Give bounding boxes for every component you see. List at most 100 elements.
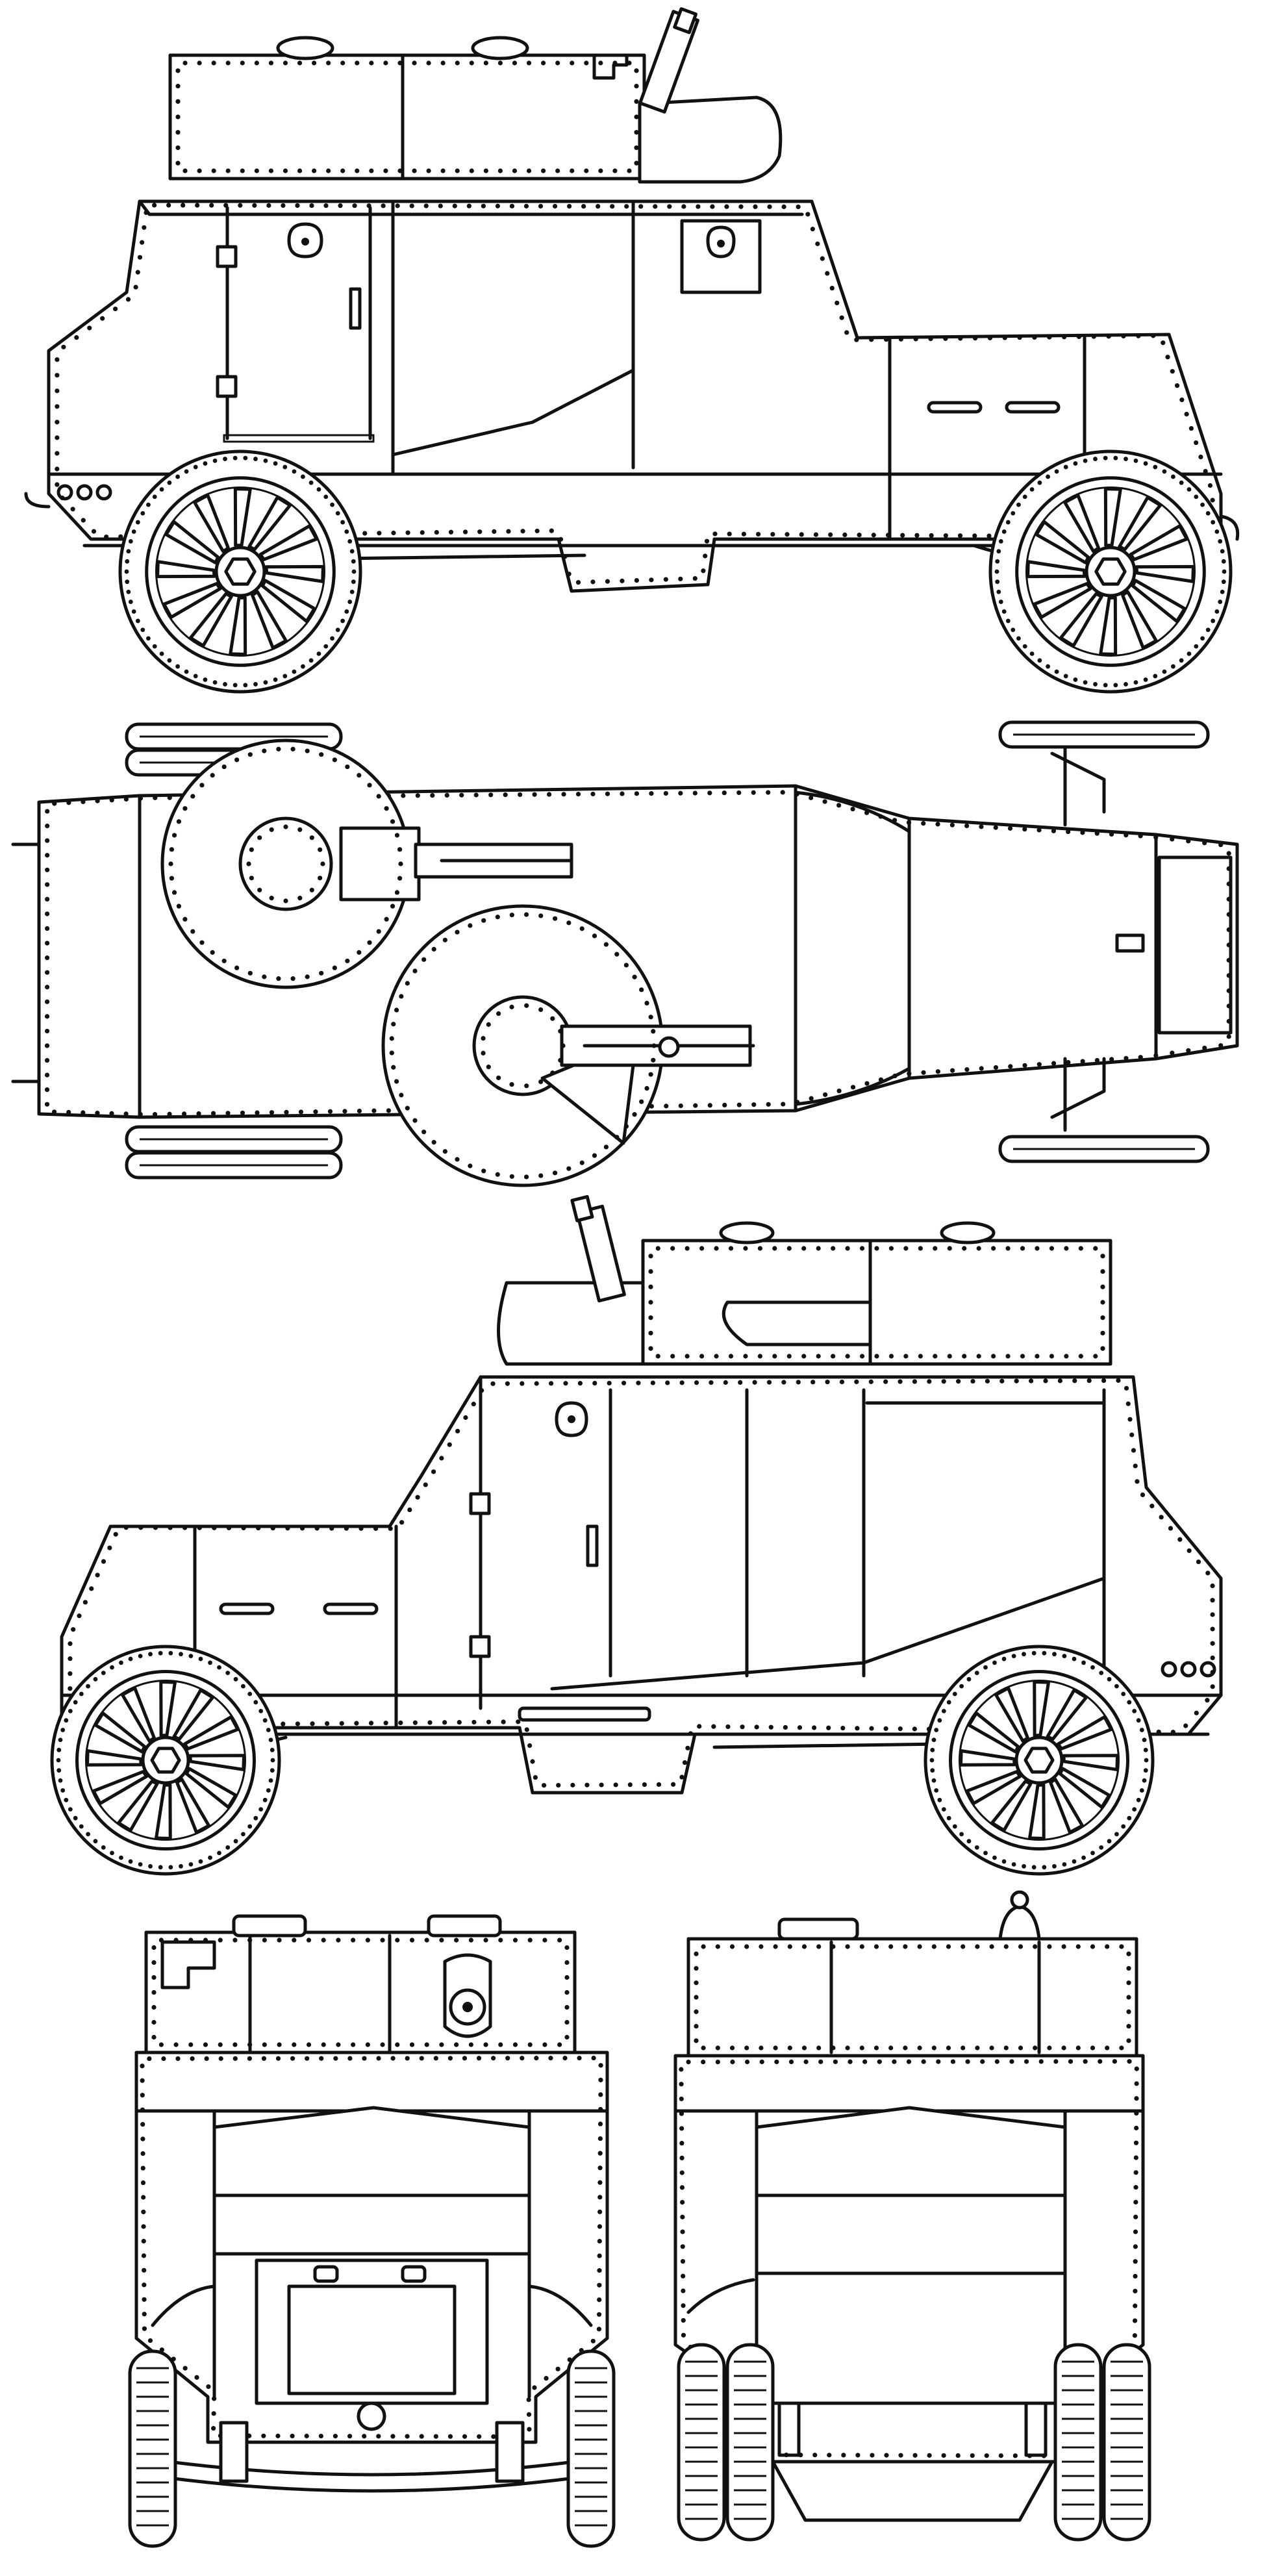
rivet (270, 1526, 275, 1531)
rivet (644, 1085, 649, 1091)
rivet (1078, 1246, 1083, 1251)
rivet (1041, 2453, 1047, 2458)
rivet (736, 790, 742, 796)
rivet (756, 531, 761, 537)
rivet (597, 2253, 602, 2258)
rivet (431, 946, 436, 952)
wheel-spoke (1056, 1715, 1113, 1750)
rivet (44, 985, 50, 990)
rivet (701, 568, 706, 574)
rivet (831, 2045, 836, 2051)
tread-mark (349, 549, 355, 554)
rivet (1037, 827, 1042, 833)
rivet (52, 801, 57, 806)
rivet (692, 790, 697, 796)
rivet (409, 203, 414, 208)
rivet (991, 1246, 996, 1251)
rivet (823, 1092, 828, 1097)
rivet (1170, 837, 1175, 842)
rivet (651, 1043, 657, 1048)
rivet (715, 2045, 720, 2051)
rivet (738, 1380, 743, 1385)
rivet (561, 792, 566, 797)
rivet (1226, 1018, 1231, 1024)
rivet (685, 1354, 690, 1359)
tread-mark (258, 1807, 264, 1812)
rivet (710, 204, 715, 209)
rivet (1022, 827, 1027, 832)
rivet (225, 60, 231, 66)
rivet (711, 1724, 716, 1729)
rivet (929, 533, 934, 538)
rivet (841, 2453, 846, 2458)
tread-mark (1063, 674, 1068, 679)
steering-linkage-top (1050, 745, 1106, 1132)
rivet (1194, 1710, 1199, 1715)
rivet (801, 1354, 807, 1359)
rivet (621, 1380, 627, 1385)
tread-mark (208, 1855, 212, 1860)
rivet (949, 822, 955, 827)
rivet (831, 1354, 836, 1359)
rivet (261, 2433, 266, 2438)
rivet (714, 1246, 719, 1251)
rivet (857, 532, 862, 538)
rivet (1210, 1684, 1215, 1689)
rivet (903, 1944, 908, 1949)
rivet (481, 1050, 486, 1055)
rivet (1087, 1378, 1092, 1383)
rivet (397, 847, 403, 852)
tread-mark (1029, 651, 1035, 656)
tread-mark (1153, 674, 1158, 679)
rivet (906, 2059, 912, 2064)
rivet (285, 1526, 290, 1531)
rivet (477, 2434, 482, 2439)
rivet (412, 60, 417, 66)
rivet (591, 2055, 596, 2061)
rivet (306, 1938, 312, 1943)
rivet (1093, 1246, 1098, 1251)
tread-mark (930, 1768, 935, 1773)
rivet (970, 2453, 975, 2458)
tread-mark (966, 1676, 972, 1682)
tread-mark (57, 1747, 62, 1752)
tread-mark (959, 1684, 964, 1689)
rivet (794, 792, 799, 797)
rivet (663, 790, 668, 796)
rivet (151, 2019, 157, 2025)
rivet (44, 970, 50, 975)
rivet (1159, 1515, 1164, 1520)
tread-mark (998, 600, 1003, 604)
rivet (653, 204, 658, 209)
rivet (892, 2059, 897, 2064)
rivet (109, 1111, 114, 1116)
rivet (481, 203, 486, 208)
rivet (223, 203, 229, 208)
rivet (423, 1482, 428, 1487)
rivet (1183, 1723, 1188, 1728)
rivet (246, 861, 251, 866)
rivet (383, 168, 388, 173)
rivet (544, 2376, 549, 2381)
rivet (173, 2042, 179, 2047)
rivet (262, 2042, 267, 2047)
rivet (123, 796, 129, 802)
rivet (394, 1079, 399, 1084)
rivet (225, 168, 231, 173)
tread-mark (1220, 549, 1225, 554)
rivet (534, 2056, 539, 2061)
tread-mark (86, 1832, 90, 1837)
rivet (190, 794, 195, 799)
rivet (1126, 2009, 1131, 2014)
rivet (362, 2056, 367, 2061)
tread-mark (996, 549, 1001, 554)
tread-mark (1107, 1676, 1112, 1682)
rivet (835, 300, 840, 306)
tread-mark (292, 469, 297, 474)
tread-mark (1001, 609, 1007, 614)
tread-mark (995, 559, 1000, 564)
rivet (469, 168, 474, 173)
rivet (277, 1938, 282, 1943)
rivet (751, 1102, 757, 1107)
rivet (123, 1111, 129, 1117)
